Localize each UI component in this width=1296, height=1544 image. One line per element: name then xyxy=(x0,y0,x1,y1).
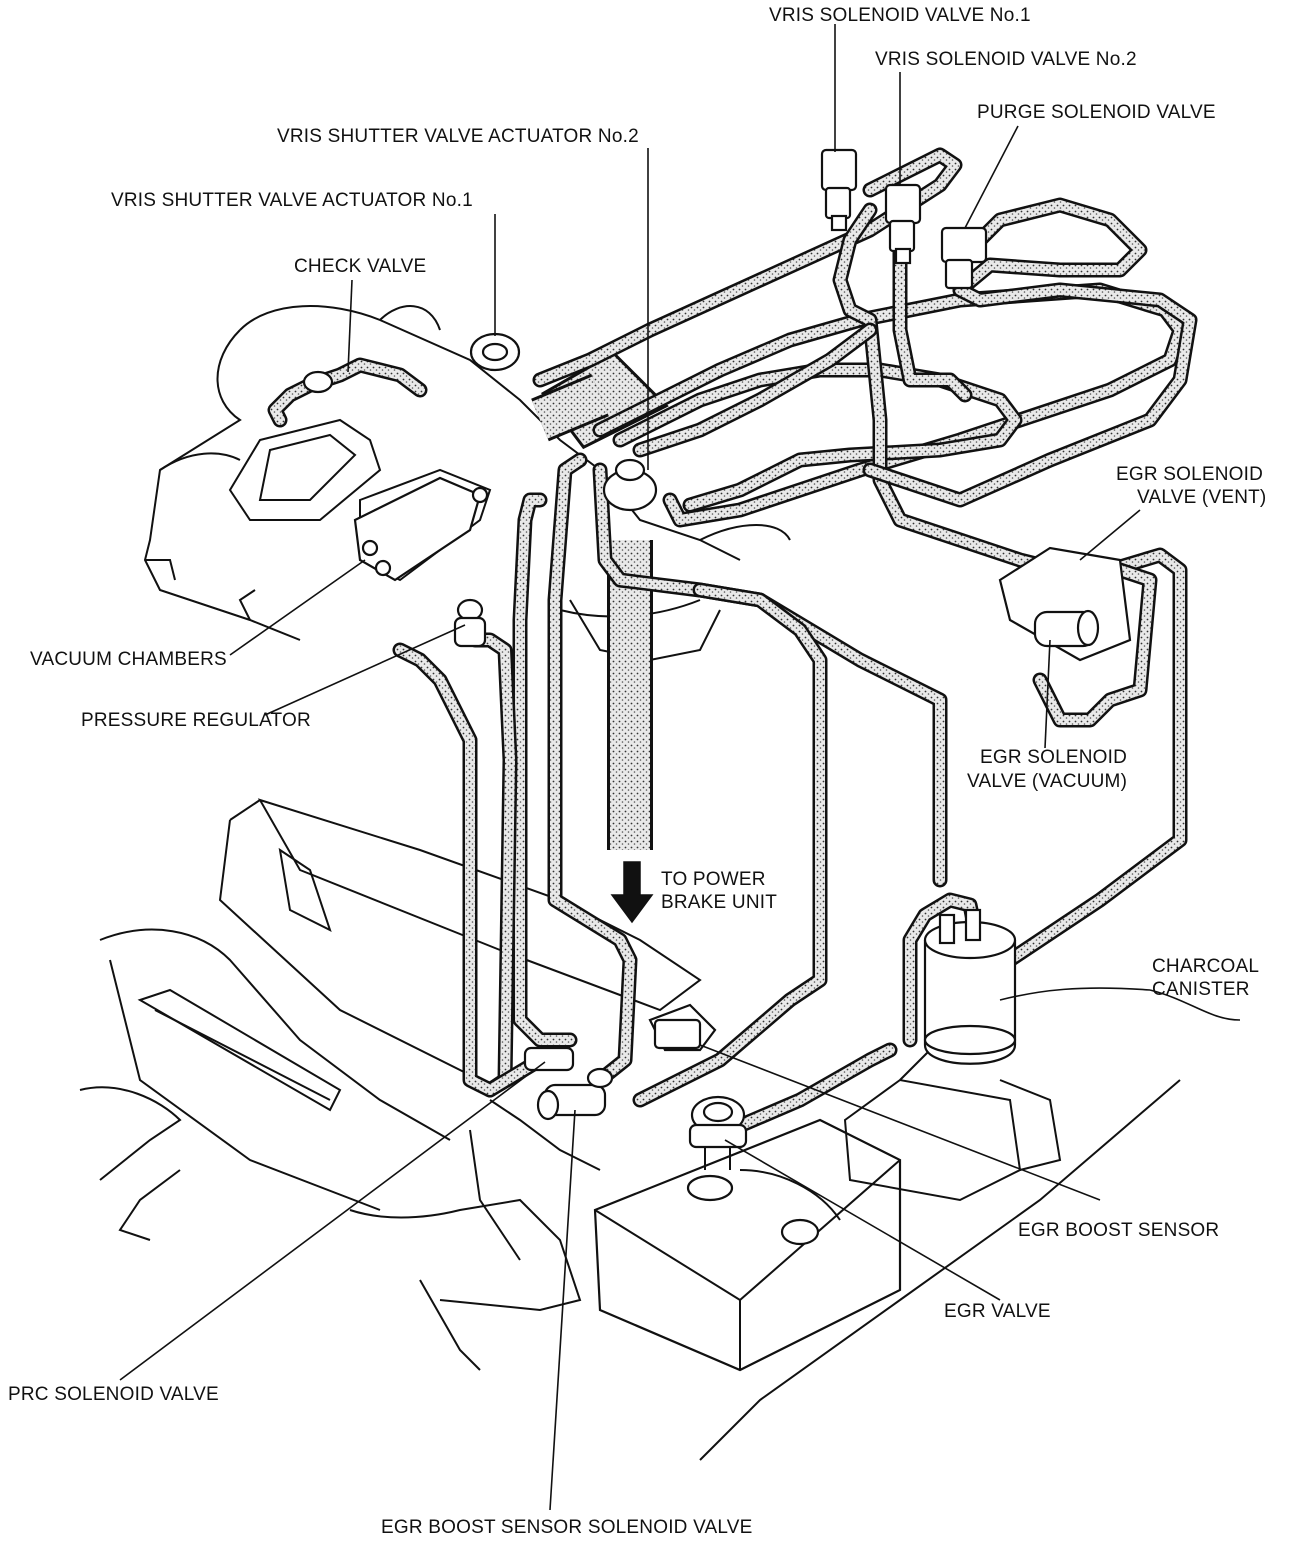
egr-solenoid-vacuum xyxy=(998,546,1132,662)
label-charcoal-canister-line1: CHARCOAL xyxy=(1152,956,1260,977)
vacuum-hose-fill xyxy=(615,365,1020,510)
vacuum-hose-fill xyxy=(470,635,515,1095)
battery-outline xyxy=(593,1118,902,1372)
check-valve xyxy=(302,370,334,394)
label-vris-shutter-actuator-1: VRIS SHUTTER VALVE ACTUATOR No.1 xyxy=(111,190,473,211)
vacuum-chambers xyxy=(353,476,489,582)
vacuum-hose-fill xyxy=(270,360,425,425)
label-vris-solenoid-valve-1: VRIS SOLENOID VALVE No.1 xyxy=(769,5,1031,26)
vacuum-hose-fill xyxy=(395,645,545,1095)
label-purge-solenoid-valve: PURGE SOLENOID VALVE xyxy=(977,102,1216,123)
purge-solenoid-valve xyxy=(940,226,988,290)
prc-solenoid-part xyxy=(523,1046,575,1072)
label-egr-solenoid-vent-line2: VALVE (VENT) xyxy=(1137,487,1267,508)
vacuum-hose-fill xyxy=(595,285,1185,525)
vacuum-hose-fill xyxy=(515,495,575,1045)
components xyxy=(302,148,1132,1170)
pressure-regulator xyxy=(453,598,487,648)
charcoal-canister xyxy=(923,908,1017,1065)
egr-valve-part xyxy=(688,1095,748,1170)
label-pressure-regulator: PRESSURE REGULATOR xyxy=(81,710,311,731)
vacuum-hose-fill xyxy=(865,285,1195,505)
leader-lines xyxy=(119,24,1241,1511)
label-egr-solenoid-vacuum-line1: EGR SOLENOID xyxy=(980,747,1128,768)
label-egr-solenoid-vent-line1: EGR SOLENOID xyxy=(1116,464,1264,485)
label-egr-boost-sensor: EGR BOOST SENSOR xyxy=(1018,1220,1220,1241)
label-egr-solenoid-vacuum-line2: VALVE (VACUUM) xyxy=(967,771,1128,792)
egr-boost-sensor-solenoid-part xyxy=(536,1067,614,1121)
label-egr-valve: EGR VALVE xyxy=(944,1301,1051,1322)
label-vris-solenoid-valve-2: VRIS SOLENOID VALVE No.2 xyxy=(875,49,1137,70)
power-brake-arrow xyxy=(610,861,654,924)
label-egr-boost-sensor-solenoid-valve: EGR BOOST SENSOR SOLENOID VALVE xyxy=(381,1517,753,1538)
vacuum-hose-fill xyxy=(1005,550,1185,965)
vacuum-hose-fill xyxy=(1035,565,1155,725)
brake-vacuum-hose xyxy=(531,351,669,850)
vris-solenoid-valve-1 xyxy=(820,148,858,232)
label-check-valve: CHECK VALVE xyxy=(294,256,427,277)
label-vris-shutter-actuator-2: VRIS SHUTTER VALVE ACTUATOR No.2 xyxy=(277,126,639,147)
vacuum-hose-fill xyxy=(895,245,970,400)
label-power-brake-line1: TO POWER xyxy=(661,869,766,890)
canister-bracket-outline xyxy=(699,1049,1181,1461)
vacuum-hose-fill xyxy=(725,1045,895,1135)
vacuum-hose-fill xyxy=(635,325,875,455)
egr-boost-sensor-part xyxy=(648,1003,717,1052)
label-prc-solenoid-valve: PRC SOLENOID VALVE xyxy=(8,1384,219,1405)
vris-shutter-actuator-2 xyxy=(602,458,658,512)
vacuum-hose-fill xyxy=(955,200,1145,295)
vacuum-hose-fill xyxy=(550,455,635,1085)
label-power-brake-line2: BRAKE UNIT xyxy=(661,892,778,913)
engine-block-outline xyxy=(143,305,791,662)
label-charcoal-canister-line2: CANISTER xyxy=(1152,979,1250,1000)
vris-solenoid-valve-2 xyxy=(884,183,922,265)
vacuum-hose-fill xyxy=(635,585,825,1105)
vris-shutter-actuator-1 xyxy=(469,332,521,372)
vacuum-hose-fill xyxy=(835,205,1065,575)
label-vacuum-chambers: VACUUM CHAMBERS xyxy=(30,649,227,670)
